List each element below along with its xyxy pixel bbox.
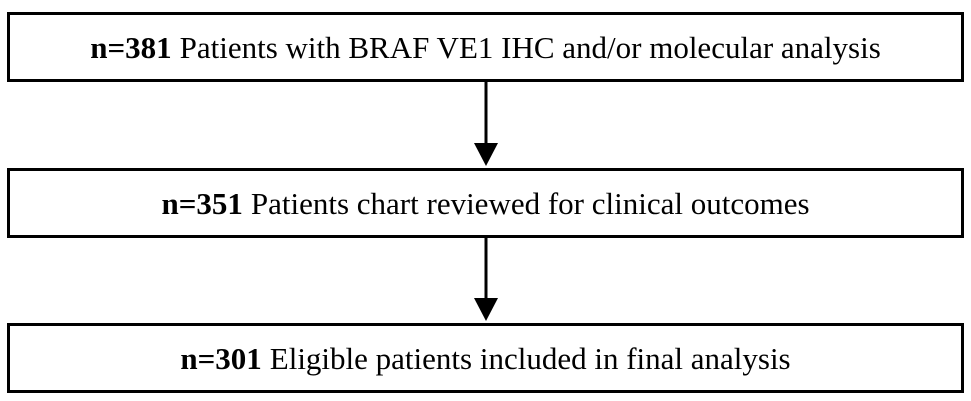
flow-step-1-text: Patients with BRAF VE1 IHC and/or molecu… [179,29,881,65]
flow-step-1-count: n=381 [90,29,172,65]
flow-step-2: n=351 Patients chart reviewed for clinic… [7,168,964,238]
arrow-2-head-icon [474,298,498,321]
flow-step-3: n=301 Eligible patients included in fina… [7,323,964,393]
flow-step-2-count: n=351 [161,185,243,221]
arrow-2-to-3 [474,238,498,321]
flow-step-3-text: Eligible patients included in final anal… [269,340,791,376]
flow-step-1: n=381 Patients with BRAF VE1 IHC and/or … [7,12,964,82]
arrow-1-to-2 [474,82,498,166]
arrow-1-head-icon [474,143,498,166]
flow-step-2-text: Patients chart reviewed for clinical out… [250,185,810,221]
flow-step-3-count: n=301 [180,340,262,376]
